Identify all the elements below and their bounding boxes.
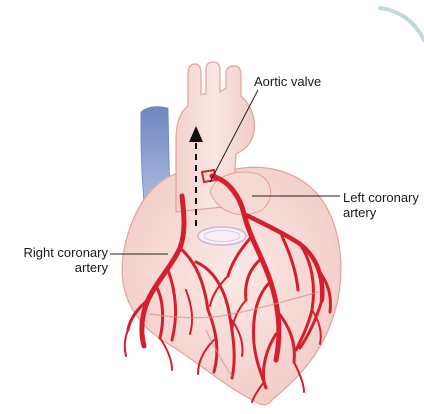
label-left-coronary-line2: artery (343, 205, 419, 220)
label-right-coronary-line1: Right coronary (12, 245, 108, 260)
label-right-coronary-artery: Right coronary artery (12, 245, 108, 275)
label-right-coronary-line2: artery (12, 260, 108, 275)
label-aortic-valve: Aortic valve (254, 74, 321, 89)
label-left-coronary-artery: Left coronary artery (343, 190, 419, 220)
label-left-coronary-line1: Left coronary (343, 190, 419, 205)
valve-ring (198, 227, 246, 245)
artery-twig (125, 330, 128, 356)
corner-arc-decoration (380, 8, 424, 40)
label-aortic-valve-text: Aortic valve (254, 74, 321, 89)
